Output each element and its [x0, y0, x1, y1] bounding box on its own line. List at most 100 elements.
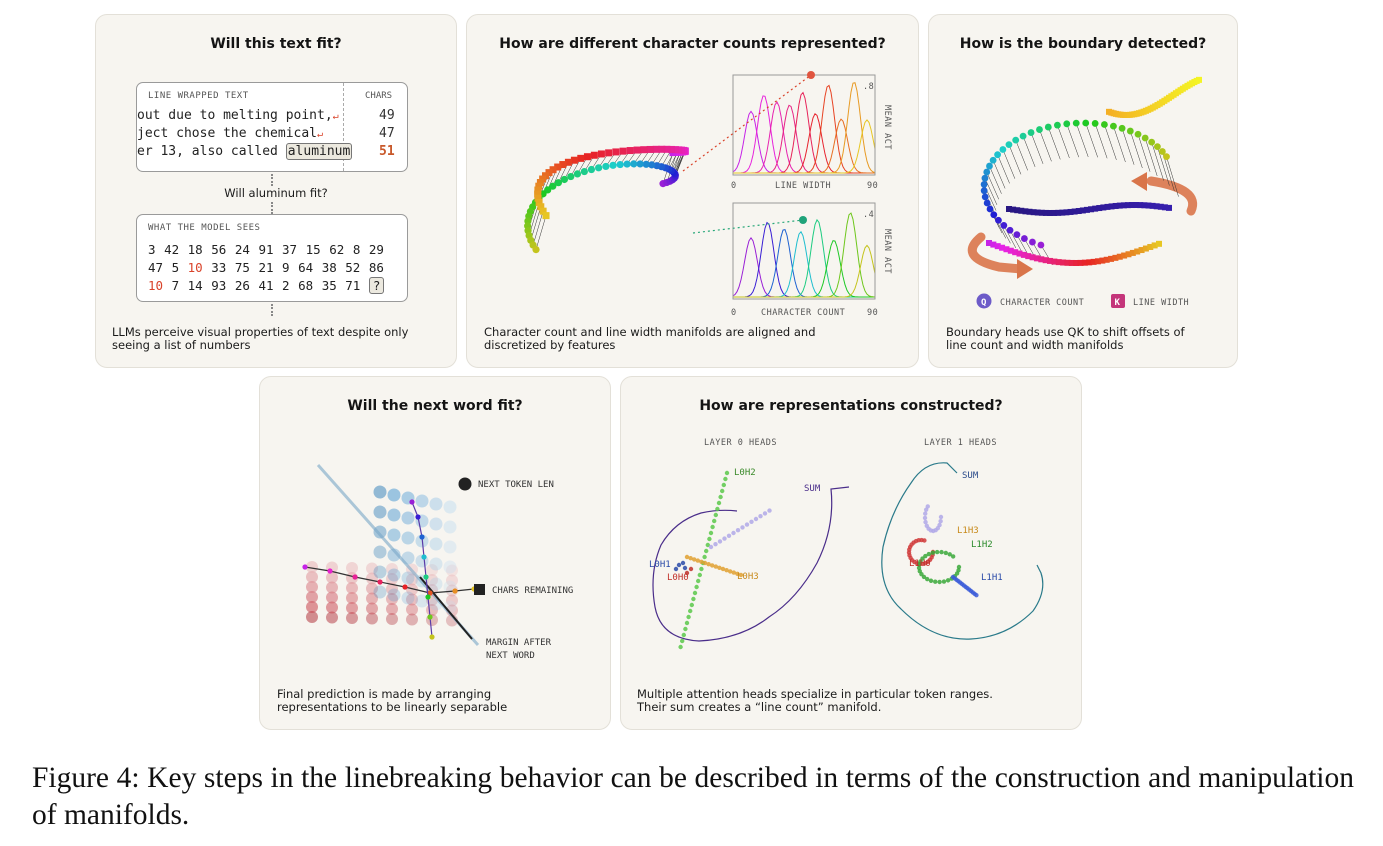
blue-cloud-point [373, 505, 387, 519]
blue-cloud-point [443, 540, 457, 554]
connector-line [1016, 234, 1030, 257]
count-point [602, 162, 610, 171]
width-point [640, 146, 648, 154]
head-label: L0H3 [737, 572, 759, 582]
connector-line [1003, 225, 1017, 249]
connector-line [535, 215, 547, 250]
arrow-head-icon [1017, 259, 1033, 279]
y-tick: .4 [863, 210, 874, 220]
connector-line [1085, 122, 1098, 158]
count-point [1044, 123, 1052, 131]
width-point [559, 161, 567, 169]
l0h3-point [735, 571, 740, 576]
width-point [1064, 259, 1071, 266]
arrow-head-icon [1131, 172, 1147, 191]
manifold-3d-plot: 0 LINE WIDTH 90 .8 MEAN ACT 0 CHARACTER … [524, 71, 892, 318]
l0h1-point [758, 514, 763, 519]
next-token-marker [458, 477, 472, 491]
blue-cloud-point [387, 568, 401, 582]
l0h2-point [718, 494, 723, 500]
count-point [980, 187, 988, 195]
box-header: LINE WRAPPED TEXT [148, 91, 249, 101]
red-cloud-point [306, 591, 318, 603]
l1h2-point [923, 553, 928, 559]
width-point [1124, 202, 1131, 209]
l0h3-point [695, 558, 700, 563]
width-point [1147, 243, 1154, 250]
width-point [1157, 203, 1164, 210]
trajectories [302, 499, 477, 640]
l0h2-point [696, 578, 701, 584]
red-cloud-point [306, 581, 318, 593]
red-cloud-point [326, 591, 338, 604]
l0h2-point [705, 542, 710, 548]
width-point [994, 243, 1001, 250]
connector-dots [271, 174, 273, 186]
red-cloud-point [406, 593, 418, 606]
width-point [590, 151, 598, 159]
box-header: WHAT THE MODEL SEES [148, 223, 261, 233]
l1h3-point [924, 523, 929, 529]
connector-line [986, 171, 999, 200]
l0h2-point [723, 476, 728, 482]
width-point [1151, 242, 1158, 249]
l1h2-point [934, 549, 940, 555]
width-point [1047, 257, 1054, 264]
head-label: L1H3 [957, 526, 979, 536]
width-point [1196, 76, 1202, 83]
path-point [409, 499, 415, 505]
connector-line [998, 220, 1011, 244]
count-point [1072, 119, 1080, 127]
path-point [327, 568, 333, 574]
figure-caption: Figure 4: Key steps in the linebreaking … [32, 762, 1354, 831]
width-point [1077, 259, 1084, 266]
count-point [995, 216, 1002, 224]
rotation-arrow-icon [967, 232, 1026, 274]
l0h1-point [682, 565, 688, 571]
count-point [983, 168, 991, 176]
width-point [1166, 204, 1172, 211]
connector-line [532, 211, 544, 246]
l0h2-point [683, 626, 688, 632]
connector-line [1166, 156, 1179, 197]
width-point [536, 179, 544, 187]
width-point [583, 153, 591, 161]
connector-dots [271, 304, 273, 316]
rotation-arrow-icon [1146, 176, 1197, 216]
width-point [1047, 209, 1054, 216]
count-point [999, 146, 1007, 153]
count-point [1163, 153, 1170, 161]
width-point [1003, 246, 1010, 253]
count-point [1019, 132, 1027, 140]
width-point [1116, 253, 1123, 260]
blue-cloud-point [429, 537, 443, 551]
blue-cloud-point [373, 525, 387, 539]
red-cloud-point [386, 573, 398, 585]
l1h3-point [922, 515, 928, 521]
width-point [1100, 204, 1107, 211]
wrapped-line: out due to melting point,↵ [137, 108, 339, 123]
red-cloud-point [366, 592, 378, 605]
l1h2-point [926, 551, 932, 557]
l0h3-point [738, 572, 744, 578]
count-point [1000, 222, 1008, 229]
l1h2-point [925, 576, 930, 582]
l0h1-point [735, 528, 741, 533]
connector-line [1066, 123, 1079, 158]
width-point [619, 147, 627, 155]
width-point [1129, 249, 1136, 256]
red-cloud-point [346, 612, 358, 624]
return-icon: ↵ [332, 111, 339, 122]
connector-line [1137, 134, 1151, 172]
red-cloud-point [406, 583, 418, 596]
layer0-sum-curve [652, 486, 850, 642]
tuning-curve [733, 104, 875, 174]
l0h1-point [762, 511, 768, 516]
path-point [415, 514, 421, 520]
width-point [1142, 245, 1149, 252]
count-point [1013, 231, 1021, 239]
width-point [1088, 206, 1095, 213]
width-point [1022, 208, 1029, 215]
blue-cloud-point [429, 517, 443, 531]
blue-cloud-point [415, 494, 429, 508]
